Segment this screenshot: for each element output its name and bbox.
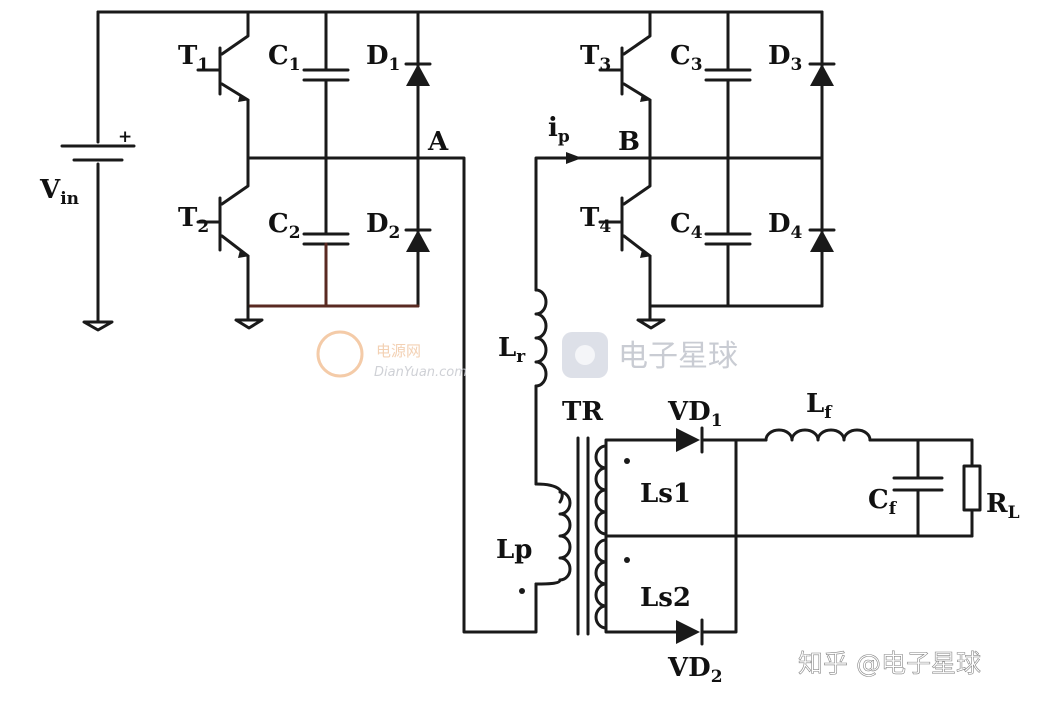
label-vd2: VD2 xyxy=(667,653,723,687)
ls2-dot-icon xyxy=(624,557,630,563)
label-ls2: Ls2 xyxy=(640,583,691,613)
transistor-t2 xyxy=(196,156,250,308)
label-c4: C4 xyxy=(670,209,703,243)
capacitor-c3 xyxy=(704,10,752,160)
transistor-t4 xyxy=(598,156,652,308)
label-lp: Lp xyxy=(496,535,532,565)
diode-d3 xyxy=(808,10,836,160)
capacitor-c1 xyxy=(302,10,350,160)
planet-watermark: 电子星球 xyxy=(562,332,738,378)
transistor-t3 xyxy=(598,10,652,160)
capacitor-cf xyxy=(892,438,944,538)
label-vin-plus: + xyxy=(118,127,132,147)
ground-right xyxy=(636,304,666,330)
inductor-lf xyxy=(764,428,974,442)
diode-d1 xyxy=(404,10,432,160)
label-tr: TR xyxy=(562,397,603,427)
transformer-core xyxy=(576,436,590,636)
vin-battery xyxy=(60,10,136,332)
label-c3: C3 xyxy=(670,41,703,75)
label-lf: Lf xyxy=(806,389,833,423)
label-vd1: VD1 xyxy=(667,397,723,431)
resistor-rl xyxy=(962,438,982,538)
label-t4: T4 xyxy=(580,203,611,237)
secondary-winding-ls2 xyxy=(594,534,678,634)
label-c1: C1 xyxy=(268,41,301,75)
label-vin: Vin xyxy=(39,175,79,209)
capacitor-c4 xyxy=(704,156,752,308)
label-node-b: B xyxy=(618,127,640,157)
diode-vd1 xyxy=(676,426,768,454)
label-t3: T3 xyxy=(580,41,611,75)
label-ip: ip xyxy=(548,113,570,147)
label-c2: C2 xyxy=(268,209,301,243)
svg-text:电子星球: 电子星球 xyxy=(618,339,738,374)
credit-watermark: 知乎 @电子星球 xyxy=(798,649,981,678)
dianyuan-logo-icon xyxy=(316,330,364,378)
label-t2: T2 xyxy=(178,203,209,237)
label-ls1: Ls1 xyxy=(640,479,691,509)
primary-winding-lp xyxy=(519,482,572,594)
diode-vd2 xyxy=(676,438,738,646)
label-d2: D2 xyxy=(366,209,400,243)
label-d1: D1 xyxy=(366,41,400,75)
ip-arrow-icon xyxy=(566,152,582,164)
label-t1: T1 xyxy=(178,41,209,75)
transistor-t1 xyxy=(196,10,250,160)
node-a-wire xyxy=(246,156,538,634)
label-d4: D4 xyxy=(768,209,803,243)
ground-left xyxy=(234,304,264,330)
capacitor-c2 xyxy=(302,156,350,308)
diode-d4 xyxy=(808,156,836,308)
label-cf: Cf xyxy=(868,485,898,519)
label-d3: D3 xyxy=(768,41,802,75)
label-lr: Lr xyxy=(498,333,526,367)
label-node-a: A xyxy=(427,127,449,157)
label-rl: RL xyxy=(986,489,1020,523)
inductor-lr xyxy=(534,288,548,486)
lp-dot-icon xyxy=(519,588,525,594)
secondary-winding-ls1 xyxy=(594,438,678,538)
diode-d2 xyxy=(404,156,432,308)
svg-text:DianYuan.com: DianYuan.com xyxy=(374,365,467,380)
svg-text:电源网: 电源网 xyxy=(376,342,421,360)
ls1-dot-icon xyxy=(624,458,630,464)
dianyuan-watermark: 电源网 DianYuan.com xyxy=(316,330,467,380)
